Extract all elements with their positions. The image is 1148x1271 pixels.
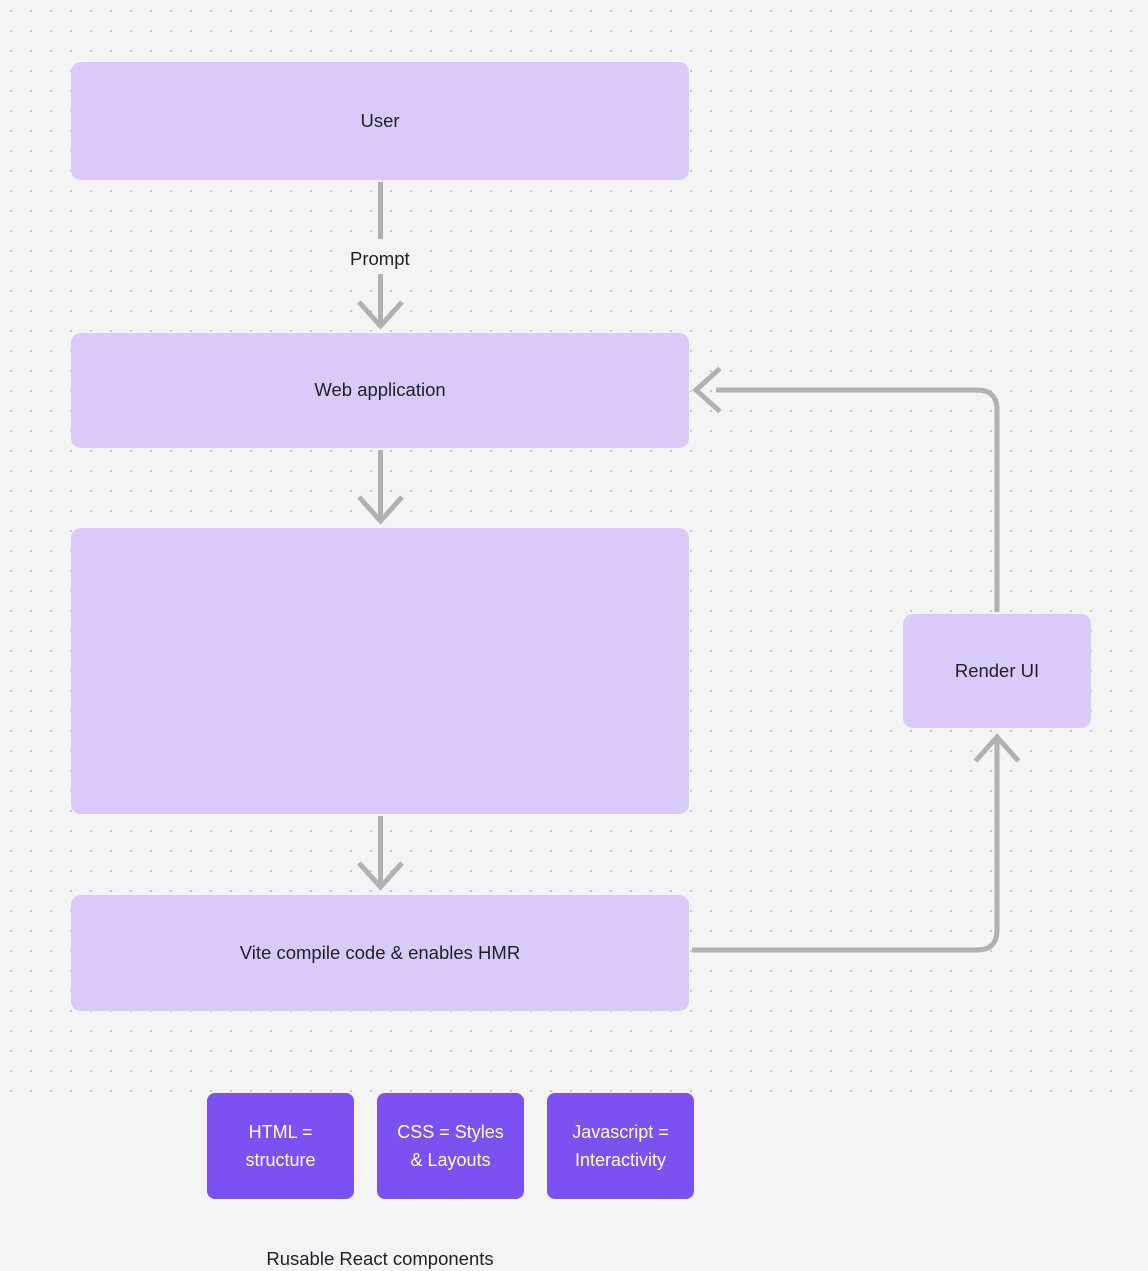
node-vite-compile-label: Vite compile code & enables HMR: [239, 941, 521, 963]
edge-webapp-to-components-arrowhead: [357, 495, 404, 525]
node-web-application-label: Web application: [314, 379, 446, 401]
edge-render-to-webapp-arrowhead: [692, 366, 722, 414]
edge-components-to-vite-arrowhead: [357, 861, 404, 891]
edge-render-to-webapp-line: [716, 387, 1000, 612]
node-user[interactable]: User: [71, 62, 689, 180]
node-html-structure-label: HTML = structure: [245, 1121, 316, 1170]
node-render-ui[interactable]: Render UI: [903, 614, 1091, 728]
edge-label-prompt: Prompt: [344, 247, 416, 272]
node-javascript-interactivity-label: Javascript = Interactivity: [572, 1121, 669, 1170]
edge-vite-to-render-arrowhead: [973, 733, 1021, 763]
node-html-structure[interactable]: HTML = structure: [207, 1093, 354, 1199]
edge-vite-to-render-line: [692, 740, 1000, 953]
node-reusable-react-components[interactable]: HTML = structure CSS = Styles & Layouts …: [71, 528, 694, 1269]
node-javascript-interactivity[interactable]: Javascript = Interactivity: [547, 1093, 694, 1199]
node-user-label: User: [360, 109, 400, 131]
node-css-styles-layouts[interactable]: CSS = Styles & Layouts: [377, 1093, 524, 1199]
node-render-ui-label: Render UI: [954, 659, 1040, 681]
node-vite-compile[interactable]: Vite compile code & enables HMR: [71, 895, 689, 1011]
node-web-application[interactable]: Web application: [71, 333, 689, 448]
node-css-styles-layouts-label: CSS = Styles & Layouts: [397, 1121, 504, 1170]
node-reusable-react-components-label: Rusable React components: [266, 1248, 494, 1269]
edge-prompt-to-webapp-arrowhead: [357, 300, 404, 330]
